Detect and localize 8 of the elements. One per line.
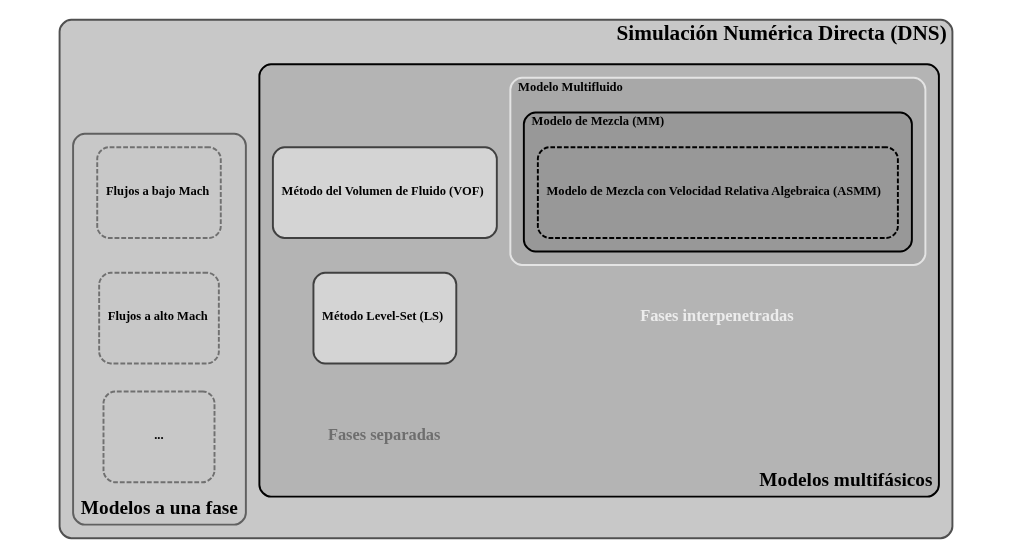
node-box: Método del Volumen de Fluido (VOF) xyxy=(271,146,498,239)
node-box: Método Level-Set (LS) xyxy=(311,271,457,365)
node-box: Modelo de Mezcla con Velocidad Relativa Algebraica (ASMM) xyxy=(536,146,899,239)
node-box: Flujos a alto Mach xyxy=(97,271,220,365)
label: Fases separadas xyxy=(327,424,440,444)
node-box: ... xyxy=(102,390,215,484)
label: Fases interpenetradas xyxy=(639,306,794,326)
node-box: Flujos a bajo Mach xyxy=(95,146,222,239)
